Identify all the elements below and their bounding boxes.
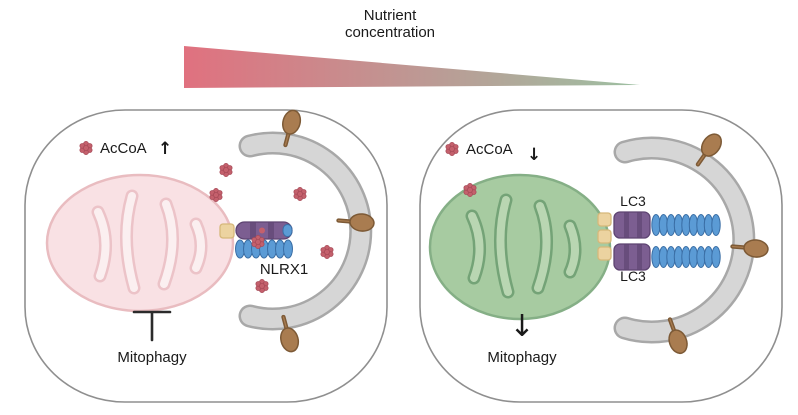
accoa-molecule-icon	[463, 182, 477, 198]
accoa-molecule-icon	[255, 278, 269, 294]
accoa-molecule-icon	[445, 141, 459, 157]
nlrx1-barrel	[235, 221, 293, 240]
accoa-molecule-icon	[320, 244, 334, 260]
left-mito-cristae	[91, 189, 208, 295]
anchor-proteins	[597, 212, 612, 261]
accoa-molecule-icon	[219, 162, 233, 178]
right-mito-cristae	[465, 193, 582, 299]
inhibition-symbol-icon	[132, 310, 172, 342]
lc3-coil-bottom	[651, 246, 721, 268]
right-phagophore	[613, 136, 756, 344]
accoa-molecule-icon	[251, 234, 265, 250]
nutrient-gradient-header: Nutrient concentration	[184, 7, 640, 88]
anchor-protein	[219, 223, 235, 239]
left-cell: AcCoA ↑ NLRX1 Mitophagy	[24, 107, 388, 403]
lc3-top-label: LC3	[620, 193, 646, 209]
lc3-complex: LC3 LC3	[597, 193, 721, 284]
nlrx1-barrels	[613, 211, 651, 271]
right-mitophagy-label: Mitophagy	[487, 349, 557, 366]
lc3-coil-top	[651, 214, 721, 236]
accoa-molecule-icon	[293, 186, 307, 202]
nutrient-gradient-triangle	[184, 46, 640, 88]
nlrx1-label: NLRX1	[260, 261, 308, 278]
accoa-molecule-icon	[209, 187, 223, 203]
right-accoa-label: AcCoA	[466, 141, 513, 158]
right-mitochondrion	[428, 173, 612, 321]
left-mitophagy-label: Mitophagy	[117, 349, 187, 366]
accoa-molecule-icon	[79, 140, 93, 156]
nutrient-title-line2: concentration	[345, 24, 435, 41]
left-accoa-label: AcCoA	[100, 140, 147, 157]
accoa-up-arrow-icon: ↑	[158, 139, 172, 159]
left-mitochondrion	[45, 173, 235, 313]
nutrient-title-line1: Nutrient	[364, 7, 417, 24]
lc3-bottom-label: LC3	[620, 268, 646, 284]
right-cell: LC3 LC3 AcCoA ↓ ↓ Mitophagy	[419, 109, 783, 403]
mitophagy-up-arrow-icon: ↓	[509, 309, 534, 344]
nlrx1-complex	[219, 221, 293, 259]
accoa-down-arrow-icon: ↓	[527, 145, 541, 165]
